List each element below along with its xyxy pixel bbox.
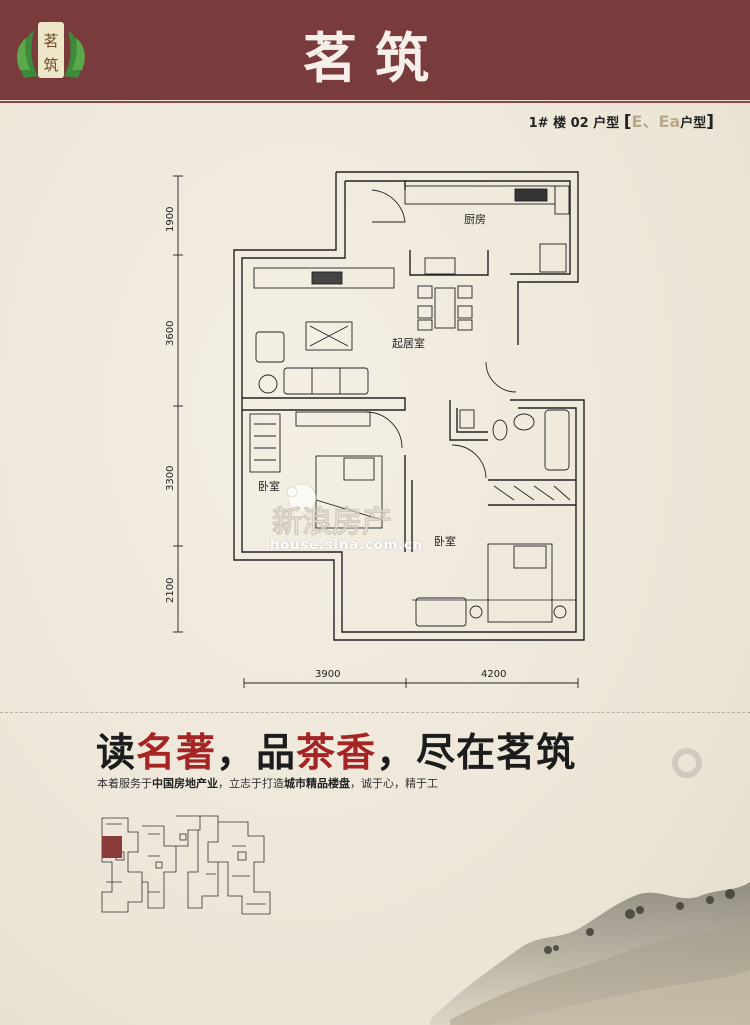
- kitchen-door: [371, 189, 406, 223]
- hangers-icon: [493, 485, 571, 501]
- wall-north-east-inner: [345, 180, 571, 275]
- room-kitchen-label: 厨房: [464, 213, 486, 226]
- tv-cabinet: [253, 267, 395, 289]
- chair-icon: [417, 285, 433, 299]
- armchair-icon: [255, 331, 285, 363]
- tagline-bold-1: 中国房地产业: [152, 777, 218, 790]
- wall-outer-inner: [241, 181, 577, 633]
- watermark-logo-text: 新浪房产: [272, 505, 392, 540]
- pillow-icon: [513, 545, 547, 569]
- tagline-bold-2: 城市精品楼盘: [284, 777, 350, 790]
- tagline: 本着服务于中国房地产业，立志于打造城市精品楼盘，诚于心，精于工: [97, 775, 438, 791]
- unit-type-suffix: 户型: [680, 116, 707, 131]
- slogan-highlight-2: 茶香: [296, 730, 377, 776]
- coffee-table: [305, 321, 353, 351]
- slogan-highlight-1: 名著: [136, 730, 217, 776]
- sina-watermark-icon: 新浪房产: [272, 483, 392, 540]
- unit-building: 1# 楼 02 户型: [528, 116, 620, 131]
- kitchen-counter-wall: [409, 250, 489, 276]
- tagline-text-1: 本着服务于: [97, 777, 152, 790]
- site-plan-highlight: [102, 836, 122, 858]
- room-living-label: 起居室: [392, 336, 425, 350]
- unit-bracket-close: ]: [706, 112, 714, 132]
- chair-icon: [417, 305, 433, 319]
- dim-horizontal-2: 4200: [481, 669, 506, 680]
- watermark-url: house.sina.com.cn: [270, 538, 424, 553]
- hangers-icon: [254, 423, 276, 461]
- tagline-text-2: ，立志于打造: [218, 777, 284, 790]
- bathtub-icon: [544, 409, 570, 471]
- dim-vertical-2: 3600: [165, 321, 176, 346]
- cabinet-icon: [539, 243, 567, 273]
- desk-icon: [295, 411, 371, 427]
- wall-outer: [233, 172, 585, 641]
- sofa-icon: [283, 367, 369, 395]
- leaf-logo-icon: 茗 筑: [17, 22, 85, 78]
- wardrobe-wall: [488, 479, 576, 506]
- chair-icon: [457, 319, 473, 331]
- bathroom-door: [485, 361, 517, 393]
- bathroom-wall-inner: [456, 408, 488, 433]
- fridge-icon: [554, 185, 570, 215]
- nightstand-icon: [553, 605, 567, 619]
- ring-icon: [672, 748, 702, 778]
- section-divider: [0, 712, 750, 713]
- logo-char-1: 茗: [43, 32, 58, 50]
- bathroom-wall: [449, 400, 488, 441]
- header-divider: [0, 101, 750, 103]
- chair-icon: [457, 305, 473, 319]
- washbasin-icon: [513, 413, 535, 431]
- wardrobe-left: [249, 413, 281, 473]
- bedroom-right-door: [451, 444, 487, 479]
- bed-left-icon: [315, 455, 383, 529]
- tv-icon: [311, 271, 343, 285]
- stove-icon: [514, 188, 548, 202]
- dim-vertical-4: 2100: [165, 578, 176, 603]
- living-bedroom-wall: [242, 397, 406, 411]
- page-title: 茗筑: [303, 26, 447, 90]
- side-table-icon: [258, 374, 278, 394]
- room-bedroom-left-label: 卧室: [258, 479, 280, 493]
- slogan-part3: ，品: [216, 730, 297, 776]
- pillow-icon: [343, 457, 375, 481]
- coffee-table-pattern: [309, 325, 349, 347]
- landscape-painting-icon: [430, 882, 750, 1025]
- toilet-icon: [492, 419, 508, 441]
- dim-horizontal-1: 3900: [315, 669, 340, 680]
- sink-icon: [424, 257, 456, 275]
- sofa-small-icon: [415, 597, 467, 627]
- sofa-cushions: [311, 368, 341, 394]
- slogan-part5: ，尽在茗筑: [376, 730, 577, 776]
- unit-type-label: 1# 楼 02 户型 [E、Ea户型]: [529, 108, 714, 132]
- logo-char-2: 筑: [43, 56, 58, 74]
- slogan: 读名著，品茶香，尽在茗筑: [96, 722, 576, 778]
- room-bedroom-right-label: 卧室: [434, 534, 456, 548]
- slogan-part1: 读: [96, 730, 137, 776]
- bed-left-fold: [315, 499, 383, 521]
- dim-vertical-3: 3300: [165, 466, 176, 491]
- chair-icon: [417, 319, 433, 331]
- dim-vertical-1: 1900: [165, 207, 176, 232]
- unit-type-code: E、Ea: [631, 112, 681, 131]
- floor-plan: 厨房 起居室 卧室 卧室 1900 3600 3300 2100 3900 42…: [165, 171, 585, 688]
- chair-icon: [457, 285, 473, 299]
- wall-north-east: [336, 171, 579, 345]
- dining-table: [434, 287, 456, 329]
- cabinet-small-icon: [459, 409, 475, 429]
- tagline-text-3: ，诚于心，精于工: [350, 777, 438, 790]
- bed-right-icon: [487, 543, 553, 623]
- bedroom-left-door: [365, 411, 403, 449]
- header-banner: 茗 筑 茗筑: [0, 0, 750, 100]
- unit-bracket-open: [: [623, 112, 632, 132]
- nightstand-icon: [469, 605, 483, 619]
- site-plan-icon: [101, 815, 271, 915]
